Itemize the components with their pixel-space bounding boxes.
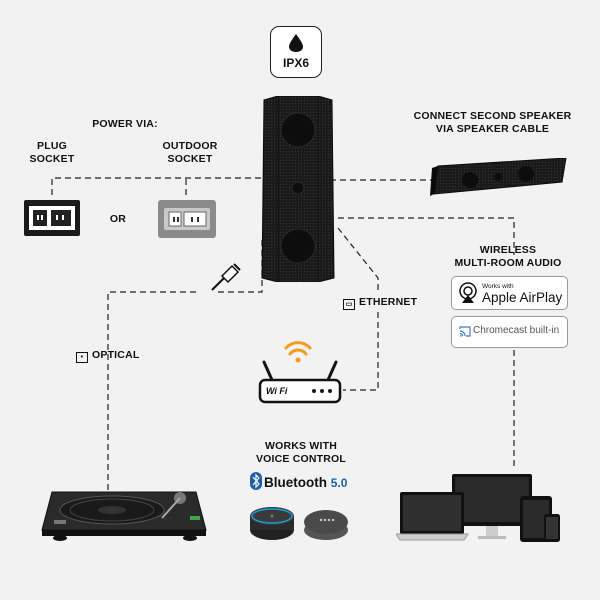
plug-label-line1: PLUG <box>37 140 67 152</box>
smart-speakers <box>250 507 348 540</box>
wifi-signal-icon <box>284 341 312 356</box>
plug-socket <box>24 200 80 236</box>
voice-line1: WORKS WITH <box>265 440 337 452</box>
voice-line2: VOICE CONTROL <box>255 453 347 465</box>
ethernet-text: ETHERNET <box>359 296 418 308</box>
second-speaker-line1: CONNECT SECOND SPEAKER <box>413 110 572 122</box>
optical-text: OPTICAL <box>92 349 140 361</box>
optical-port-icon: • <box>76 352 88 363</box>
ethernet-label: ▭ ETHERNET <box>343 296 433 310</box>
main-speaker <box>261 96 335 282</box>
chromecast-text: Chromecast built-in <box>473 325 560 336</box>
outdoor-label-line1: OUTDOOR <box>162 140 218 152</box>
router <box>258 341 342 404</box>
plug-label-line2: SOCKET <box>29 153 75 165</box>
airplay-small-text: Works with <box>482 283 514 290</box>
bluetooth-word: Bluetooth <box>264 475 327 490</box>
airplay-badge: Works with Apple AirPlay <box>451 276 568 310</box>
outdoor-socket <box>158 200 216 238</box>
outdoor-label-line2: SOCKET <box>167 153 213 165</box>
second-speaker-label: CONNECT SECOND SPEAKER VIA SPEAKER CABLE <box>405 110 580 136</box>
wireless-line2: MULTI-ROOM AUDIO <box>454 257 562 269</box>
or-label: OR <box>109 213 127 225</box>
outdoor-socket-label: OUTDOOR SOCKET <box>150 140 230 166</box>
voice-control-label: WORKS WITH VOICE CONTROL <box>236 440 366 466</box>
bluetooth-version: 5.0 <box>330 476 348 490</box>
desktop-monitor <box>452 474 532 539</box>
ipx6-label: IPX6 <box>282 56 309 70</box>
ipx6-badge: IPX6 <box>270 26 322 78</box>
bluetooth-text: Bluetooth 5.0 <box>264 475 347 490</box>
bluetooth-icon <box>250 472 262 490</box>
second-speaker-line2: VIA SPEAKER CABLE <box>435 123 550 135</box>
optical-cable-icon <box>211 263 241 291</box>
laptop <box>396 492 469 541</box>
airplay-icon <box>459 282 477 303</box>
phone <box>544 514 560 542</box>
turntable <box>41 491 207 541</box>
devices-group <box>396 474 560 542</box>
chromecast-icon <box>459 326 471 337</box>
ethernet-port-icon: ▭ <box>343 299 355 310</box>
water-drop-icon <box>289 34 303 52</box>
google-nest-speaker <box>304 510 348 540</box>
chromecast-badge: Chromecast built-in <box>451 316 568 348</box>
power-title: POWER VIA: <box>92 118 158 130</box>
plug-socket-label: PLUG SOCKET <box>24 140 80 166</box>
airplay-big-text: Apple AirPlay <box>482 290 563 305</box>
echo-dot-speaker <box>250 507 294 540</box>
second-speaker <box>430 158 567 196</box>
router-wifi-text: Wi Fi <box>266 386 288 396</box>
wireless-line1: WIRELESS <box>479 244 537 256</box>
optical-label: • OPTICAL <box>76 349 166 363</box>
wireless-label: WIRELESS MULTI-ROOM AUDIO <box>438 244 578 270</box>
